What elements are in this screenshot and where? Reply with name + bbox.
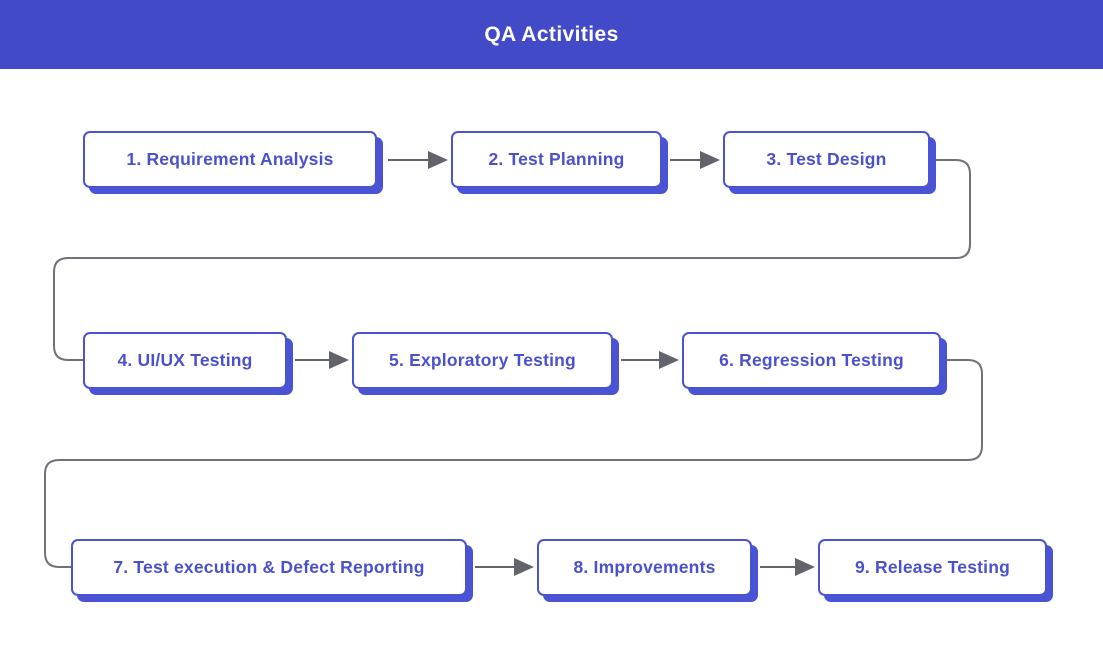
step-label: 2. Test Planning [488, 149, 625, 169]
step-node-improvements: 8. Improvements [537, 539, 752, 596]
step-node-release-testing: 9. Release Testing [818, 539, 1047, 596]
step-node-test-planning: 2. Test Planning [451, 131, 662, 188]
step-node-requirement-analysis: 1. Requirement Analysis [83, 131, 377, 188]
step-node-exploratory-testing: 5. Exploratory Testing [352, 332, 613, 389]
title-bar: QA Activities [0, 0, 1103, 69]
step-label: 9. Release Testing [854, 557, 1010, 577]
step-node-test-execution-defect-reporting: 7. Test execution & Defect Reporting [71, 539, 467, 596]
step-label: 1. Requirement Analysis [126, 149, 334, 169]
connector-layer [44, 151, 983, 576]
step-label: 7. Test execution & Defect Reporting [113, 557, 425, 577]
wrap-connector-6-7 [44, 359, 983, 568]
step-label: 8. Improvements [573, 557, 716, 577]
step-node-regression-testing: 6. Regression Testing [682, 332, 941, 389]
page-title: QA Activities [484, 22, 619, 46]
step-label: 6. Regression Testing [719, 350, 904, 370]
wrap-connector-3-4 [53, 159, 971, 361]
step-label: 5. Exploratory Testing [389, 350, 576, 370]
step-label: 3. Test Design [766, 149, 887, 169]
flowchart-canvas: 1. Requirement Analysis 2. Test Planning… [0, 69, 1103, 660]
step-node-uiux-testing: 4. UI/UX Testing [83, 332, 287, 389]
step-label: 4. UI/UX Testing [117, 350, 253, 370]
step-node-test-design: 3. Test Design [723, 131, 930, 188]
